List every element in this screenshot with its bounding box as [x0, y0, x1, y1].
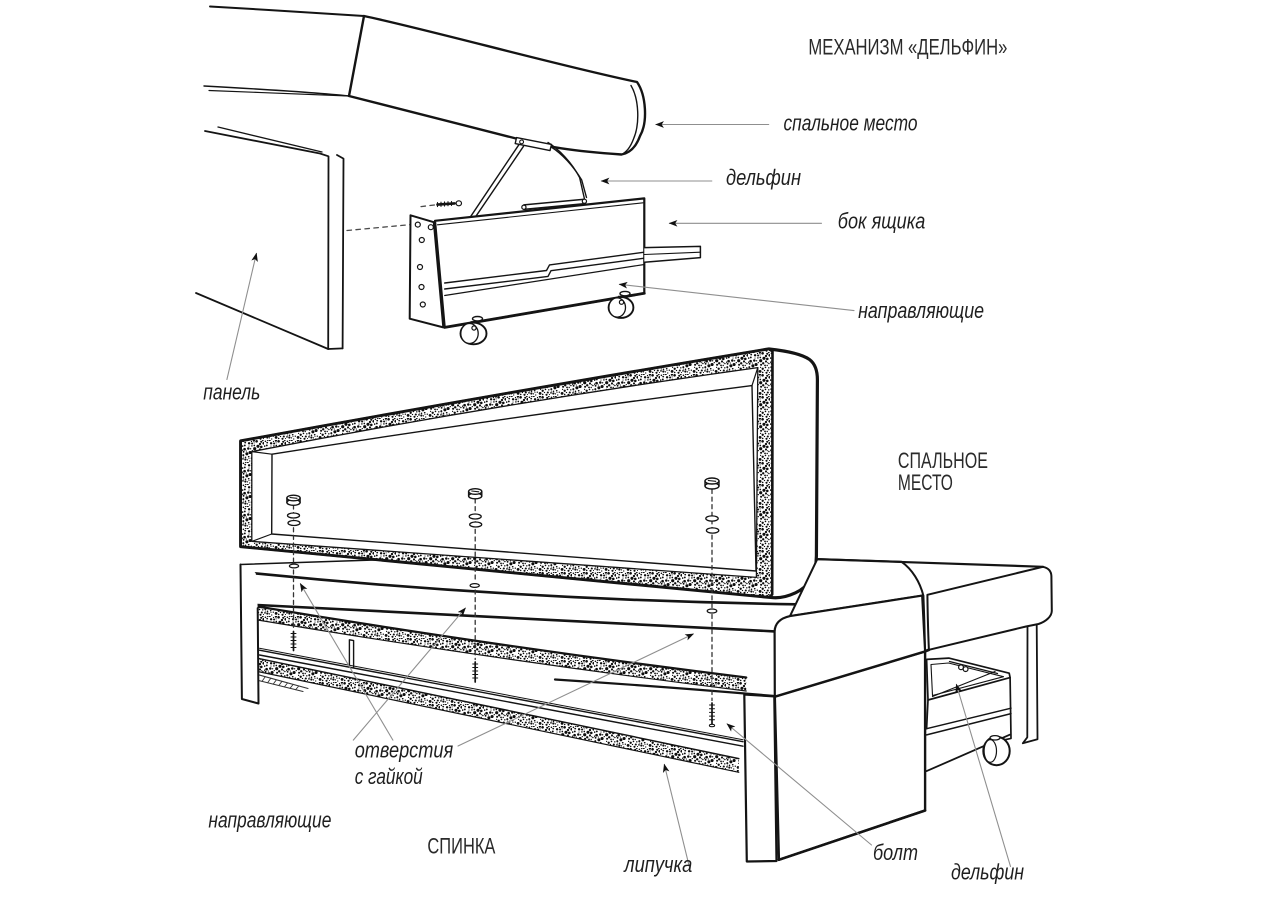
svg-text:отверстия: отверстия [355, 738, 454, 763]
svg-text:бок ящика: бок ящика [838, 209, 926, 234]
svg-text:СПИНКА: СПИНКА [427, 834, 495, 859]
svg-text:МЕХАНИЗМ «ДЕЛЬФИН»: МЕХАНИЗМ «ДЕЛЬФИН» [808, 35, 1007, 60]
svg-text:дельфин: дельфин [951, 860, 1024, 885]
svg-text:МЕСТО: МЕСТО [898, 470, 953, 495]
svg-text:болт: болт [873, 840, 918, 865]
svg-text:СПАЛЬНОЕ: СПАЛЬНОЕ [898, 448, 988, 473]
svg-text:направляющие: направляющие [858, 298, 984, 323]
svg-text:липучка: липучка [623, 852, 693, 877]
svg-text:спальное место: спальное место [784, 111, 918, 136]
svg-text:с гайкой: с гайкой [355, 764, 423, 789]
svg-text:дельфин: дельфин [726, 165, 801, 190]
svg-text:панель: панель [203, 380, 260, 405]
svg-text:направляющие: направляющие [208, 808, 331, 833]
